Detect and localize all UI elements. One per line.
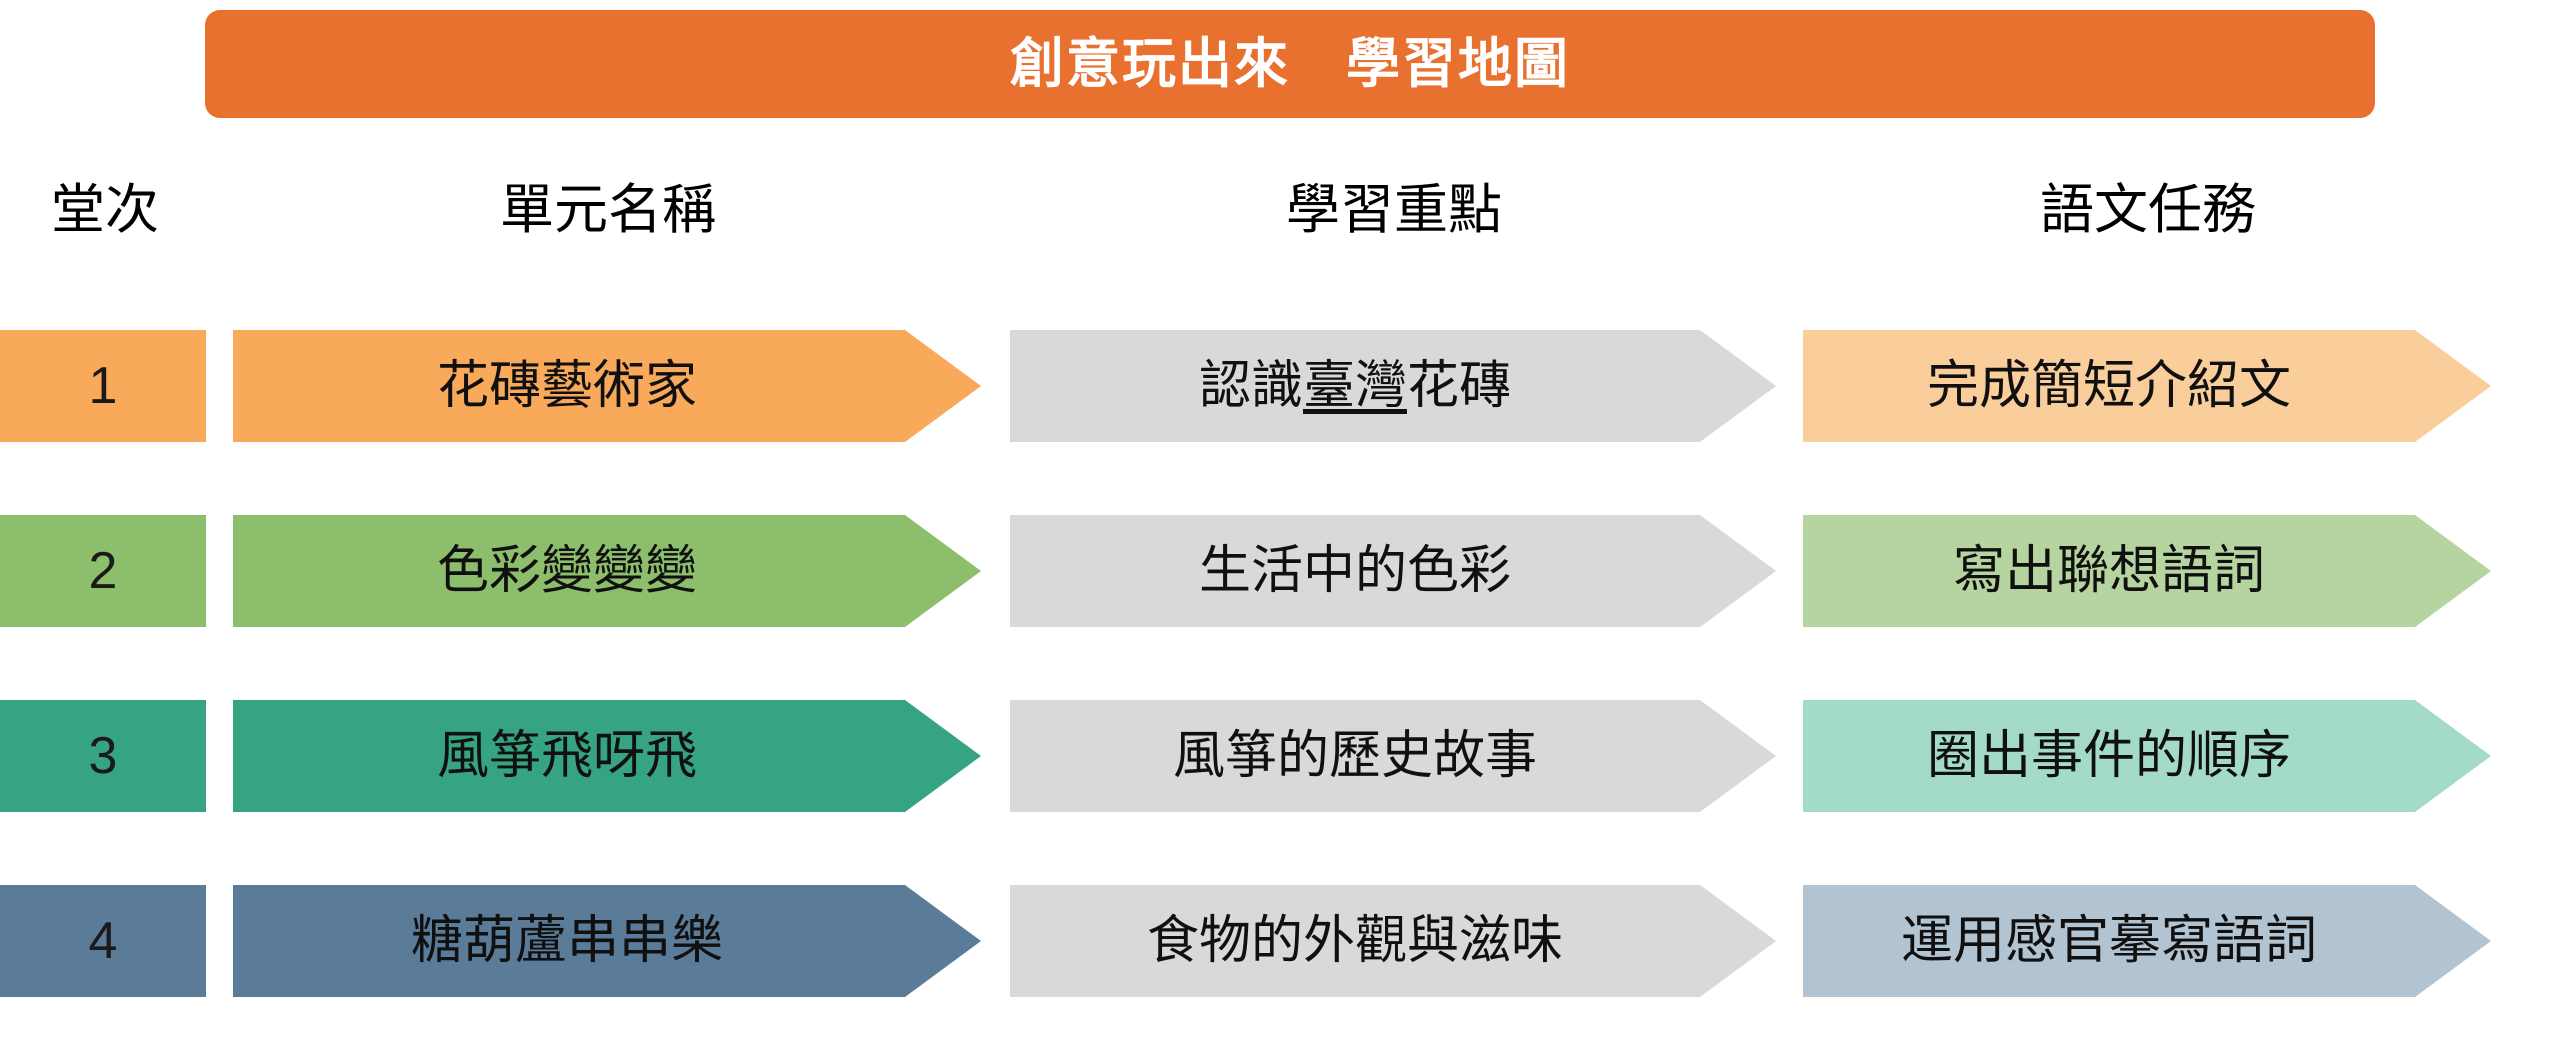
lesson-number-box: 4: [0, 885, 206, 997]
unit-name-label: 色彩變變變: [436, 542, 697, 600]
language-task-arrow: 完成簡短介紹文: [1803, 330, 2491, 442]
unit-name-label: 花磚藝術家: [436, 357, 697, 415]
column-header-row: 堂次 單元名稱 學習重點 語文任務: [0, 160, 2560, 260]
learning-focus-label: 認識臺灣花磚: [1198, 357, 1512, 415]
learning-focus-label: 風箏的歷史故事: [1172, 727, 1537, 785]
unit-name-arrow: 糖葫蘆串串樂: [233, 885, 981, 997]
learning-focus-arrow: 生活中的色彩: [1010, 515, 1776, 627]
column-header-focus: 學習重點: [1286, 180, 1502, 240]
learning-focus-label: 生活中的色彩: [1198, 542, 1511, 600]
language-task-label: 圈出事件的順序: [1926, 727, 2291, 785]
title-banner: 創意玩出來 學習地圖: [205, 10, 2375, 118]
column-header-unit: 單元名稱: [500, 180, 716, 240]
learning-focus-arrow: 認識臺灣花磚: [1010, 330, 1776, 442]
learning-focus-label: 食物的外觀與滋味: [1146, 912, 1563, 970]
unit-name-arrow: 花磚藝術家: [233, 330, 981, 442]
unit-name-arrow: 色彩變變變: [233, 515, 981, 627]
language-task-arrow: 圈出事件的順序: [1803, 700, 2491, 812]
table-row: 2 色彩變變變 生活中的色彩 寫出聯想語詞: [0, 515, 2560, 627]
language-task-label: 完成簡短介紹文: [1926, 357, 2291, 415]
lesson-number-box: 1: [0, 330, 206, 442]
page-title: 創意玩出來 學習地圖: [1010, 34, 1570, 94]
language-task-label: 運用感官摹寫語詞: [1900, 912, 2317, 970]
learning-focus-arrow: 風箏的歷史故事: [1010, 700, 1776, 812]
learning-focus-arrow: 食物的外觀與滋味: [1010, 885, 1776, 997]
unit-name-label: 糖葫蘆串串樂: [410, 912, 723, 970]
column-header-lesson: 堂次: [51, 180, 159, 240]
table-row: 4 糖葫蘆串串樂 食物的外觀與滋味 運用感官摹寫語詞: [0, 885, 2560, 997]
lesson-number-box: 2: [0, 515, 206, 627]
language-task-label: 寫出聯想語詞: [1952, 542, 2265, 600]
table-row: 3 風箏飛呀飛 風箏的歷史故事 圈出事件的順序: [0, 700, 2560, 812]
language-task-arrow: 運用感官摹寫語詞: [1803, 885, 2491, 997]
lesson-number-box: 3: [0, 700, 206, 812]
table-row: 1 花磚藝術家 認識臺灣花磚 完成簡短介紹文: [0, 330, 2560, 442]
unit-name-arrow: 風箏飛呀飛: [233, 700, 981, 812]
unit-name-label: 風箏飛呀飛: [436, 727, 697, 785]
column-header-task: 語文任務: [2040, 180, 2256, 240]
language-task-arrow: 寫出聯想語詞: [1803, 515, 2491, 627]
